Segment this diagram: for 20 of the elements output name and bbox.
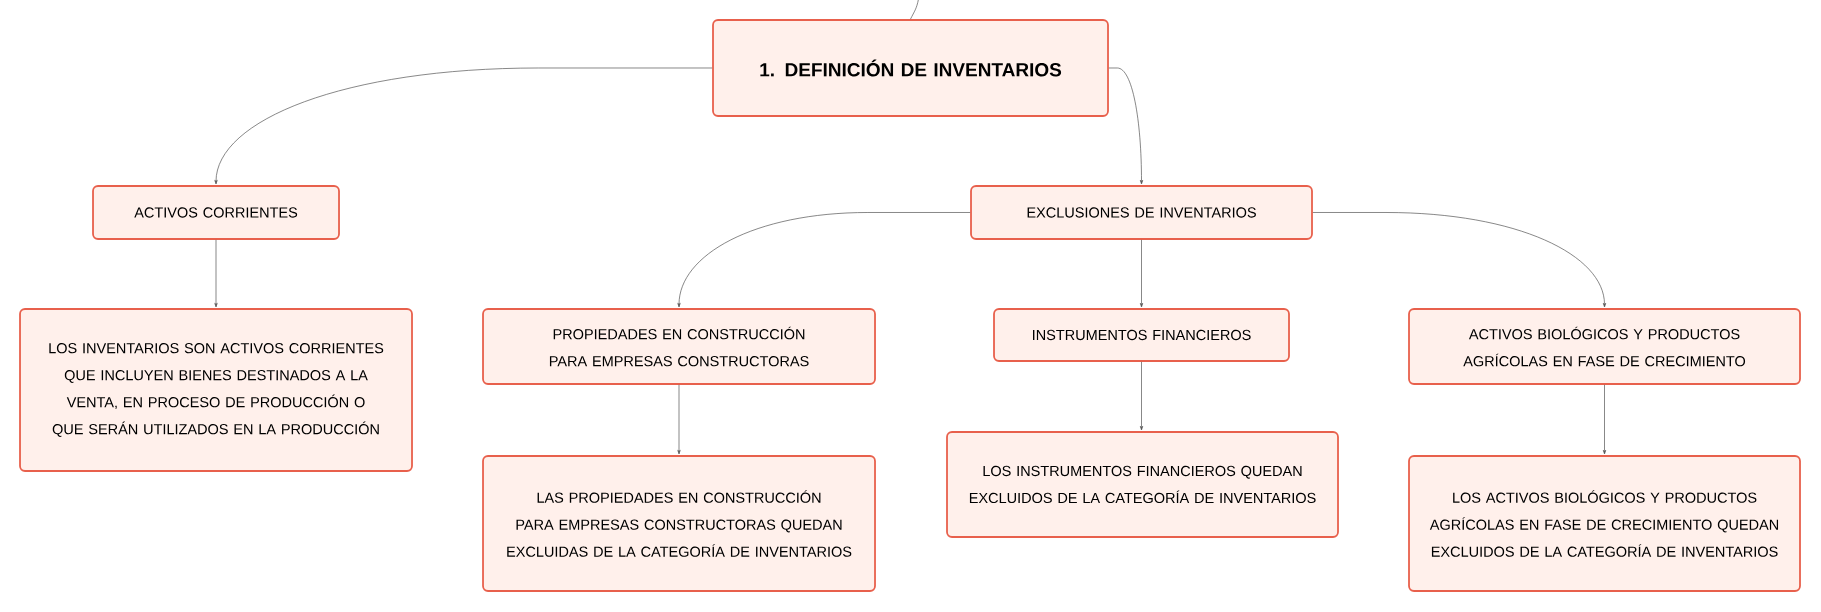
concept-box: ACTIVOS BIOLÓGICOS Y PRODUCTOS AGRÍCOLAS EN FASE DE CRECIMIENTO [1408,308,1801,385]
concept-box: INSTRUMENTOS FINANCIEROS [993,308,1290,362]
connector [214,67,713,185]
connector [1108,67,1144,185]
concept-box: LOS ACTIVOS BIOLÓGICOS Y PRODUCTOS AGRÍCOLAS EN FASE DE CRECIMIENTO QUEDAN EXCLUIDOS DE LA CATEGORÍA DE INVENTARIOS [1408,455,1801,592]
connector [1602,384,1607,455]
concept-box: LOS INSTRUMENTOS FINANCIEROS QUEDAN EXCLUIDOS DE LA CATEGORÍA DE INVENTARIOS [946,431,1339,538]
topic-box: 1. DEFINICIÓN DE INVENTARIOS [712,19,1109,117]
connector [1139,239,1144,308]
connector [677,212,971,308]
concept-box: LOS INVENTARIOS SON ACTIVOS CORRIENTES QUE INCLUYEN BIENES DESTINADOS A LA VENTA, EN PROCESO DE PRODUCCIÓN O QUE SERÁN UTILIZADOS EN LA PRODUCCIÓN [19,308,413,472]
connector [214,239,218,308]
concept-box: PROPIEDADES EN CONSTRUCCIÓN PARA EMPRESAS CONSTRUCTORAS [482,308,876,385]
connector [1139,361,1144,431]
connector [677,384,681,455]
concept-box: EXCLUSIONES DE INVENTARIOS [970,185,1313,240]
connector [910,0,919,20]
concept-box: ACTIVOS CORRIENTES [92,185,340,240]
concept-box: LAS PROPIEDADES EN CONSTRUCCIÓN PARA EMPRESAS CONSTRUCTORAS QUEDAN EXCLUIDAS DE LA CATEGORÍA DE INVENTARIOS [482,455,876,592]
connector [1312,212,1607,308]
